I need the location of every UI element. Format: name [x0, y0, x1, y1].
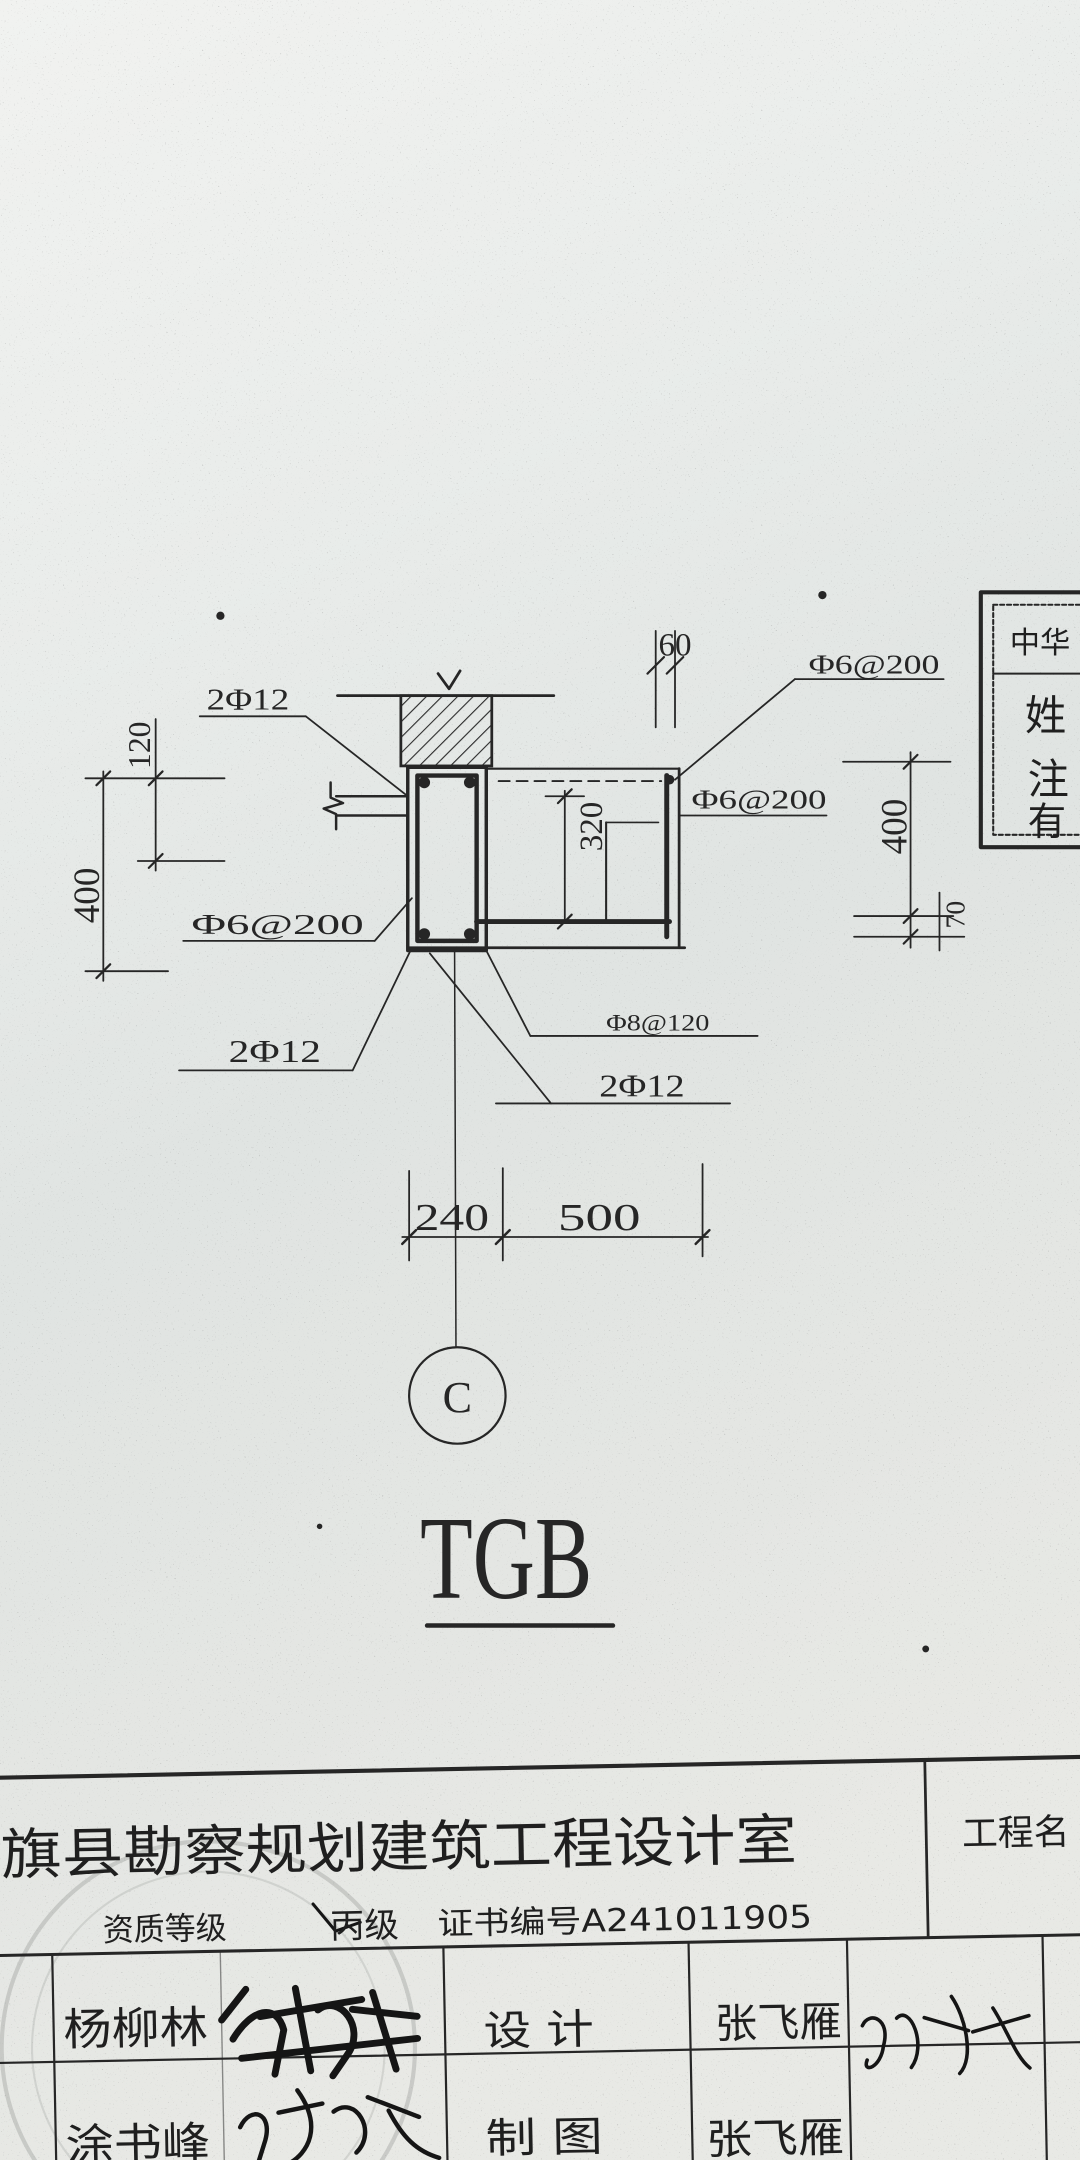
company-name: 旗县勘察规划建筑工程设计室 [0, 1808, 797, 1887]
rebar-dot [418, 928, 431, 940]
table-column-line [442, 1945, 450, 2160]
signature-row-1-right [860, 1994, 1032, 2076]
axis-label: C [443, 1373, 472, 1422]
table-column-line [1041, 1934, 1049, 2160]
dim-tick [95, 963, 112, 980]
table-column-line [51, 1953, 59, 2160]
dim-tick [95, 770, 112, 787]
axis-bubble [408, 1346, 507, 1445]
label-bottom-bars: 2Φ12 [599, 1069, 684, 1104]
stamp-outer-border [978, 590, 1080, 850]
stamp-inner-border [992, 603, 1080, 836]
rebar-dot [463, 928, 476, 940]
ink-dot [316, 1523, 323, 1530]
project-name-label: 工程名 [962, 1812, 1070, 1855]
dim-500-label: 500 [558, 1197, 641, 1239]
leader-left-lower [351, 949, 412, 1072]
dim-240-label: 240 [415, 1197, 489, 1239]
title-block-vertical-divider [923, 1758, 930, 1940]
rebar-dot [664, 774, 675, 785]
leader-top-right [674, 678, 796, 781]
dim-tick [694, 1228, 711, 1246]
drawing-title: TGB [420, 1492, 592, 1624]
dim-400-left-label: 400 [67, 868, 108, 924]
dim-tick [147, 770, 164, 787]
dim-60-label: 60 [658, 628, 691, 664]
handwritten-mark [311, 1902, 362, 1933]
label-left-stirrup: Φ6@200 [191, 909, 363, 941]
dim-70-label: 70 [939, 901, 970, 929]
ink-dot [216, 611, 225, 620]
dim-400-right-label: 400 [874, 799, 915, 855]
row-1-name: 杨柳林 [63, 2002, 209, 2056]
dim-tick [646, 655, 666, 675]
dim-tick [902, 908, 919, 925]
label-right-stirrup: Φ6@200 [692, 784, 827, 815]
stamp-header: 中华 [1010, 626, 1071, 661]
slab-break-symbol [322, 781, 345, 831]
ink-dot [922, 1645, 930, 1653]
row-1-role: 设 计 [483, 2005, 594, 2055]
dim-tick [902, 928, 919, 945]
brick-wall-hatch [399, 694, 494, 768]
table-column-line [219, 1950, 226, 2160]
leader-bottom-bars [428, 952, 552, 1105]
qualification-label: 资质等级 [102, 1911, 227, 1949]
leader-left-mid [373, 897, 413, 942]
dim-tick [147, 852, 164, 869]
dim-320-label: 320 [574, 802, 610, 852]
row-1-person: 张飞雁 [714, 1998, 842, 2048]
stamp-line-3: 有 [1028, 800, 1067, 845]
dim-tick [665, 655, 685, 675]
row-2-name: 涂书峰 [65, 2118, 211, 2160]
beam-outline [406, 765, 488, 953]
rebar-dot [463, 776, 476, 789]
leader-bottom-stirrup [485, 949, 532, 1037]
dim-tick [494, 1228, 511, 1246]
engineer-stamp: 中华 姓 注 有 [978, 590, 1080, 850]
dim-tick [556, 913, 573, 930]
axis-line [453, 949, 457, 1349]
title-block-top-border [0, 1754, 1080, 1781]
title-block: 旗县勘察规划建筑工程设计室 资质等级 丙级 证书编号A241011905 工程名… [0, 1754, 1080, 2160]
table-column-line [845, 1938, 853, 2160]
signature-row-1 [218, 1984, 422, 2080]
signature-row-2 [237, 2088, 442, 2160]
dim-tick [556, 788, 573, 805]
label-left-bottom-bars: 2Φ12 [229, 1034, 321, 1069]
title-block-mid-border [0, 1932, 1080, 1958]
label-top-left-bars: 2Φ12 [207, 682, 290, 716]
leader-top-left [304, 715, 409, 798]
table-column-line [687, 1941, 695, 2160]
label-top-right-stirrup: Φ6@200 [809, 649, 940, 680]
break-mark [436, 669, 462, 691]
ink-dot [818, 590, 827, 600]
dim-tick [902, 753, 919, 770]
row-2-person: 张飞雁 [706, 2113, 845, 2160]
dim-120-label: 120 [122, 721, 157, 769]
dim-tick [401, 1228, 418, 1246]
certificate-number: 证书编号A241011905 [437, 1899, 812, 1942]
seal-outer-ring [0, 1839, 418, 2160]
stamp-line-2: 注 [1028, 755, 1069, 803]
stamp-line-1: 姓 [1025, 692, 1066, 740]
beam-stirrup [415, 773, 479, 944]
rebar-dot [418, 776, 431, 789]
label-bottom-stirrup: Φ8@120 [606, 1010, 709, 1036]
row-2-role: 制 图 [485, 2113, 603, 2160]
beam-section-drawing: 320 60 120 400 400 70 2Φ12 [67, 628, 970, 1628]
qualification-value: 丙级 [330, 1906, 400, 1947]
